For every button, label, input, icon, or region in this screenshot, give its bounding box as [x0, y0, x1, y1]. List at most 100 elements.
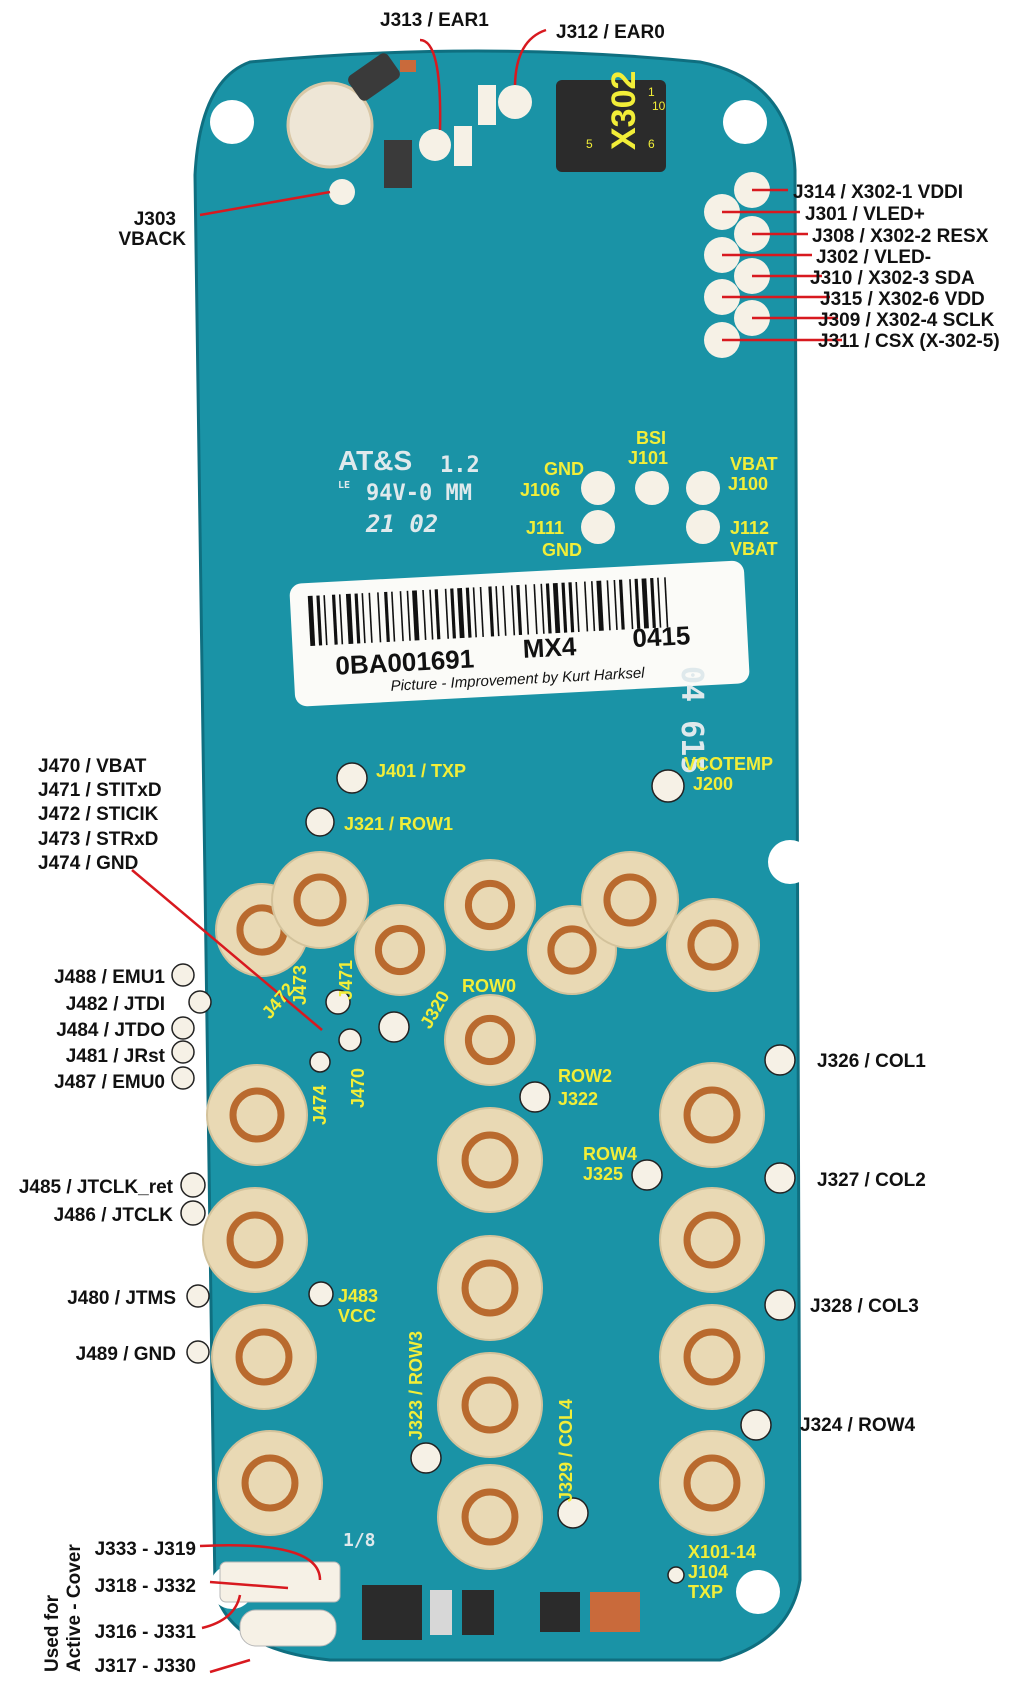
x302-connector [556, 80, 666, 172]
pcb-label-row0: ROW0 [462, 976, 516, 996]
label-j481: J481 / JRst [66, 1046, 166, 1067]
label-j471: J471 / STITxD [38, 780, 162, 801]
label-j308: J308 / X302-2 RESX [812, 226, 989, 247]
bottom-components [219, 1561, 640, 1647]
keypad-pad [354, 904, 446, 996]
leader-line [131, 869, 323, 1031]
barcode-bar [583, 581, 589, 632]
test-pad [180, 1200, 206, 1226]
test-pad [764, 1289, 796, 1321]
barcode-bar [316, 595, 323, 646]
x302-pin1: 1 [648, 85, 655, 99]
side-label-used-for: Used for [42, 1594, 63, 1672]
keypad-pad-ring [229, 1087, 285, 1143]
keypad-pad [444, 994, 536, 1086]
barcode-bar [606, 580, 611, 631]
test-pad [188, 990, 212, 1014]
component [400, 60, 416, 72]
keypad-pad [666, 898, 760, 992]
barcode-bar [540, 583, 545, 634]
pcb-label-j104: J104 [688, 1562, 728, 1582]
barcode-bar [391, 591, 396, 642]
pcb-label-j325: J325 [583, 1164, 623, 1184]
component [384, 140, 412, 188]
leader-line [199, 1543, 322, 1581]
pcb-label-j470v: J470 [348, 1068, 368, 1108]
pcb-label-x101: X101-14 [688, 1542, 756, 1562]
pcb-label-j100: J100 [728, 474, 768, 494]
pcb-label-j322: J322 [558, 1089, 598, 1109]
label-j310: J310 / X302-3 SDA [810, 268, 975, 289]
keypad-pad [581, 851, 679, 949]
test-pad [378, 1011, 410, 1043]
keypad-pad-ring [687, 919, 739, 971]
mounting-hole [210, 100, 254, 144]
keypad-pad-ring [603, 873, 657, 927]
pcb-label-j329: J329 / COL4 [556, 1399, 576, 1502]
vibra-motor [286, 81, 374, 169]
x302-pin5: 5 [586, 137, 593, 151]
leader-line [513, 28, 547, 86]
test-pad [171, 963, 195, 987]
pcb-label-j474v: J474 [310, 1085, 330, 1125]
keypad-pad [659, 1304, 765, 1410]
test-pad [764, 1044, 796, 1076]
pcb-label-bsi: BSI [636, 428, 666, 448]
barcode-bar [634, 578, 641, 629]
silk-rating: 94V-0 MM [366, 481, 472, 506]
barcode-bar [552, 582, 561, 634]
test-pad [519, 1081, 551, 1113]
leader-line [209, 1580, 289, 1590]
label-j326: J326 / COL1 [817, 1051, 926, 1072]
label-j488: J488 / EMU1 [54, 967, 165, 988]
pcb-label-j101: J101 [628, 448, 668, 468]
test-pad [338, 1028, 362, 1052]
test-pad [557, 1497, 589, 1529]
barcode-bar [641, 578, 649, 629]
barcode-bar [657, 577, 662, 628]
keypad-pad-ring [683, 1211, 741, 1269]
label-j317: J317 - J330 [95, 1656, 196, 1677]
x302-pin10: 10 [652, 99, 666, 113]
test-pad [171, 1016, 195, 1040]
barcode-bar [331, 594, 338, 645]
leader-line [199, 190, 331, 217]
pcb-label-vcotemp: VCOTEMP [684, 754, 773, 774]
keypad-pads [202, 851, 765, 1570]
barcode-bar [412, 590, 420, 641]
test-pad [764, 1162, 796, 1194]
pcb-label-j106: J106 [520, 480, 560, 500]
barcode-code: MX4 [522, 631, 577, 664]
test-pad [410, 1442, 442, 1474]
barcode-bar [472, 587, 477, 638]
barcode-bar [516, 584, 523, 636]
ear0-pad [498, 85, 532, 119]
barcode-bar [338, 594, 344, 645]
label-j489: J489 / GND [76, 1344, 176, 1365]
keypad-pad-ring [683, 1328, 741, 1386]
barcode-bar [561, 582, 568, 633]
keypad-pad-ring [235, 1328, 293, 1386]
keypad-pad [211, 1304, 317, 1410]
leader-lines [131, 28, 842, 1674]
keypad-pad-ring [683, 1454, 741, 1512]
barcode-bar [575, 581, 580, 632]
barcode-sticker: 0BA001691 MX4 0415 Picture - Improvement… [289, 560, 750, 707]
barcode-bar [510, 585, 516, 636]
silk-revision: 1.2 [440, 453, 480, 478]
pcb-label-j401: J401 / TXP [376, 761, 466, 781]
barcode-suffix: 0415 [632, 620, 691, 653]
keypad-pad-ring [464, 1014, 516, 1066]
test-pad [308, 1281, 334, 1307]
keypad-pad-ring [226, 1211, 284, 1269]
vibra-bracket [348, 53, 400, 101]
keypad-pad-ring [374, 924, 426, 976]
keypad-pad [437, 1107, 543, 1213]
barcode-bar [650, 577, 656, 629]
label-j311: J311 / CSX (X-302-5) [818, 331, 1000, 352]
label-j486: J486 / JTCLK [54, 1205, 174, 1226]
mounting-hole [736, 1570, 780, 1614]
silk-logo: AT&S [338, 445, 412, 476]
pcb-label-j483: J483 [338, 1286, 378, 1306]
